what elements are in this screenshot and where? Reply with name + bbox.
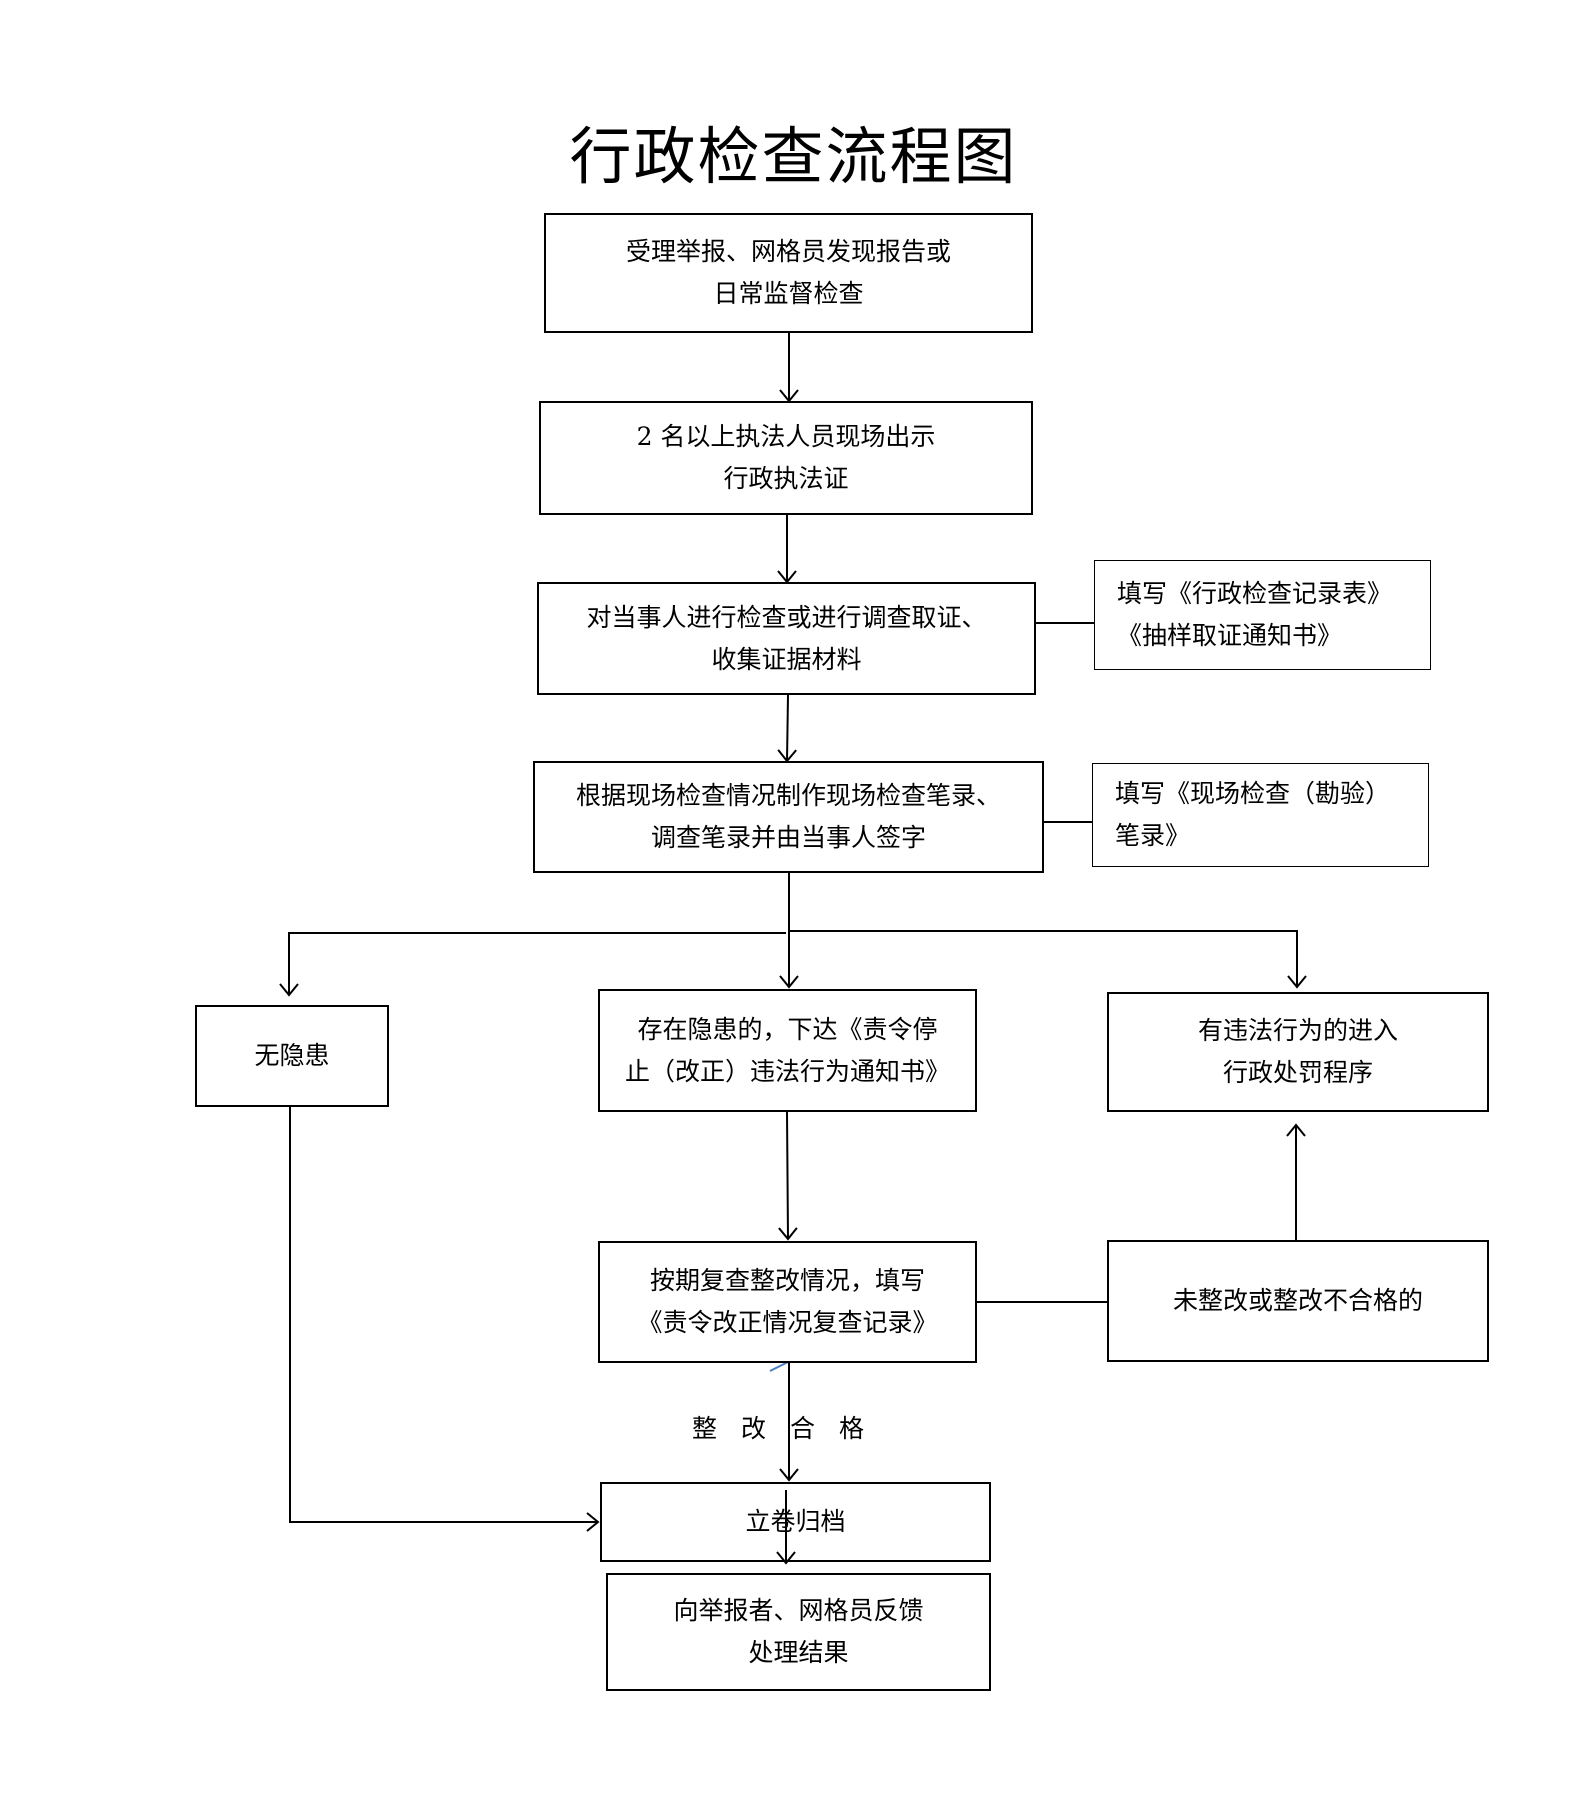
node-show-certificate-line2: 行政执法证 xyxy=(723,464,849,493)
note-site-record: 填写《现场检查（勘验） 笔录》 xyxy=(1092,763,1429,867)
arrow-split-to-no-hazard xyxy=(279,932,786,997)
arrow-has-hazard-to-recheck xyxy=(778,1111,798,1241)
node-violation-line2: 行政处罚程序 xyxy=(1222,1058,1373,1087)
node-show-certificate-line1: 2 名以上执法人员现场出示 xyxy=(636,422,936,451)
node-inspect-collect: 对当事人进行检查或进行调查取证、收集证据材料 xyxy=(537,582,1036,695)
arrow-n3-to-n4 xyxy=(777,694,797,763)
arrow-no-hazard-to-archive xyxy=(289,1107,600,1532)
node-recheck-line1: 按期复查整改情况，填写 xyxy=(649,1266,925,1295)
note-site-record-line2: 笔录》 xyxy=(1115,821,1191,850)
node-make-record: 根据现场检查情况制作现场检查笔录、调查笔录并由当事人签字 xyxy=(533,761,1044,873)
node-feedback: 向举报者、网格员反馈处理结果 xyxy=(606,1573,991,1691)
node-archive: 立卷归档 xyxy=(600,1482,991,1562)
node-violation: 有违法行为的进入行政处罚程序 xyxy=(1107,992,1489,1112)
node-feedback-line2: 处理结果 xyxy=(748,1638,849,1667)
node-start: 受理举报、网格员发现报告或日常监督检查 xyxy=(544,213,1033,333)
node-make-record-line2: 调查笔录并由当事人签字 xyxy=(650,823,926,852)
node-feedback-line1: 向举报者、网格员反馈 xyxy=(673,1596,924,1625)
node-has-hazard-line1: 存在隐患的，下达《责令停 xyxy=(637,1014,938,1044)
node-has-hazard-line2: 止（改正）违法行为通知书》 xyxy=(624,1056,950,1086)
node-inspect-collect-line2: 收集证据材料 xyxy=(711,644,862,674)
node-no-hazard-line1: 无隐患 xyxy=(254,1041,330,1070)
node-start-line1: 受理举报、网格员发现报告或 xyxy=(625,237,951,266)
note-inspection-record: 填写《行政检查记录表》《抽样取证通知书》 xyxy=(1094,560,1431,670)
node-start-line2: 日常监督检查 xyxy=(713,279,864,308)
node-recheck-line2: 《责令改正情况复查记录》 xyxy=(637,1308,938,1337)
node-not-fixed-line1: 未整改或整改不合格的 xyxy=(1172,1286,1423,1315)
node-inspect-collect-line1: 对当事人进行检查或进行调查取证、 xyxy=(586,602,987,632)
node-archive-line1: 立卷归档 xyxy=(745,1507,846,1536)
note-inspection-record-line2: 《抽样取证通知书》 xyxy=(1117,621,1343,650)
node-show-certificate: 2 名以上执法人员现场出示行政执法证 xyxy=(539,401,1033,515)
node-no-hazard: 无隐患 xyxy=(195,1005,389,1107)
note-site-record-line1: 填写《现场检查（勘验） xyxy=(1115,779,1391,808)
node-violation-line1: 有违法行为的进入 xyxy=(1197,1016,1398,1045)
node-has-hazard: 存在隐患的，下达《责令停止（改正）违法行为通知书》 xyxy=(598,989,977,1112)
arrow-split-to-violation xyxy=(789,930,1307,989)
edge-label-qualified: 整改合格 xyxy=(692,1414,889,1443)
note-inspection-record-line1: 填写《行政检查记录表》 xyxy=(1117,579,1393,608)
node-make-record-line1: 根据现场检查情况制作现场检查笔录、 xyxy=(575,781,1001,810)
node-recheck: 按期复查整改情况，填写《责令改正情况复查记录》 xyxy=(598,1241,977,1363)
node-not-fixed: 未整改或整改不合格的 xyxy=(1107,1240,1489,1362)
diagram-title: 行政检查流程图 xyxy=(569,120,1018,193)
